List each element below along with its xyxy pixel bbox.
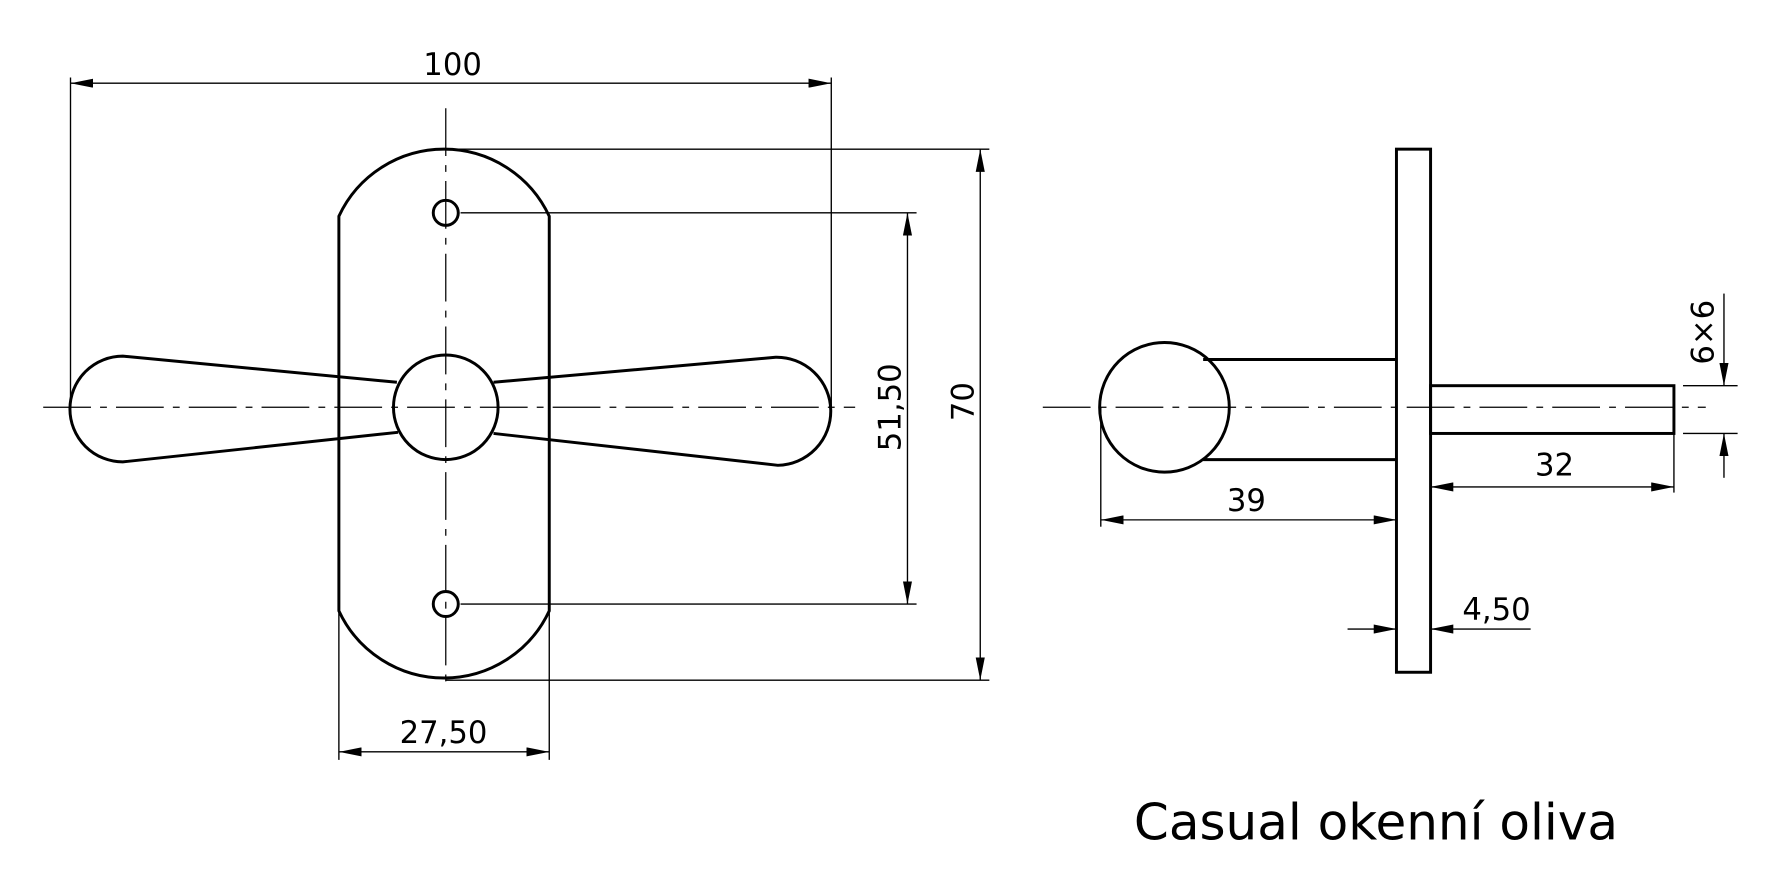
dimension-plate-width: 27,50 (400, 716, 488, 751)
escutcheon-plate (337, 147, 551, 680)
plate-section (1394, 147, 1433, 674)
lever-right (493, 355, 833, 467)
side-view: 39 32 4,50 6×6 (1042, 147, 1738, 674)
dimension-spindle-length: 32 (1535, 449, 1574, 484)
drawing-title: Casual okenní oliva (1134, 793, 1618, 851)
dimension-overall-height: 70 (946, 382, 981, 421)
hub-rosette (391, 353, 500, 462)
lever-left (68, 354, 399, 464)
dimension-spindle-section: 6×6 (1687, 300, 1722, 365)
knob-ball (1098, 340, 1231, 474)
square-spindle (1429, 384, 1676, 435)
dimension-handle-projection: 39 (1227, 484, 1266, 519)
dimension-overall-width: 100 (423, 48, 482, 83)
dimension-plate-thickness: 4,50 (1462, 593, 1530, 628)
screw-hole-top (431, 198, 460, 227)
front-view: 100 70 51,50 27,50 (43, 48, 990, 760)
dimension-hole-spacing: 51,50 (874, 363, 909, 451)
screw-hole-bottom (431, 590, 460, 619)
